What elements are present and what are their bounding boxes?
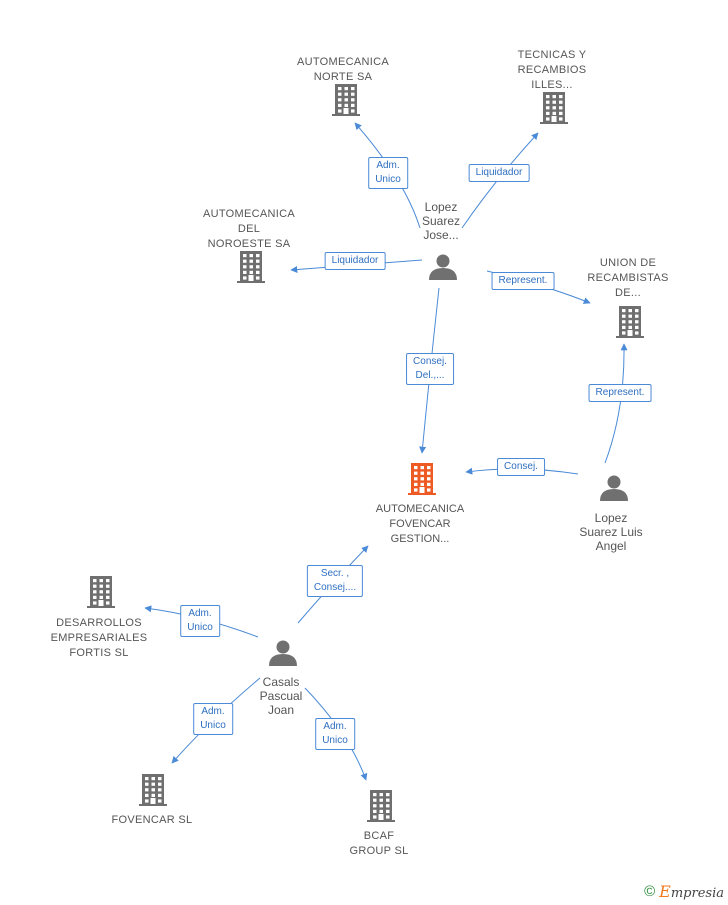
brand-footer: © Empresia	[644, 882, 724, 901]
company-icon[interactable]	[367, 790, 395, 822]
edge-label[interactable]: Adm. Unico	[315, 718, 355, 750]
company-name-label[interactable]: AUTOMECANICA NORTE SA	[296, 56, 390, 83]
person-icon[interactable]	[269, 640, 297, 667]
company-name-label[interactable]: AUTOMECANICA FOVENCAR GESTION...	[375, 503, 465, 545]
company-name-label[interactable]: UNION DE RECAMBISTAS DE...	[587, 257, 669, 299]
person-icon[interactable]	[600, 475, 628, 502]
company-icon[interactable]	[616, 306, 644, 338]
edge-label[interactable]: Secr. , Consej....	[306, 565, 364, 597]
company-name-label[interactable]: BCAF GROUP SL	[349, 830, 409, 857]
edge-label[interactable]: Adm. Unico	[193, 703, 233, 735]
company-icon[interactable]	[540, 92, 568, 124]
person-icon[interactable]	[429, 254, 457, 281]
edge-label[interactable]: Adm. Unico	[180, 605, 220, 637]
empresia-logo: Empresia	[659, 882, 724, 901]
edge-label[interactable]: Consej. Del.,...	[406, 353, 454, 385]
company-name-label[interactable]: DESARROLLOS EMPRESARIALES FORTIS SL	[50, 617, 148, 659]
company-name-label[interactable]: AUTOMECANICA DEL NOROESTE SA	[202, 208, 296, 250]
edge-label[interactable]: Liquidador	[324, 252, 386, 270]
focus-company-icon[interactable]	[408, 463, 436, 495]
company-icon[interactable]	[139, 774, 167, 806]
person-name-label[interactable]: Lopez Suarez Luis Angel	[579, 511, 643, 553]
edge-label[interactable]: Represent.	[491, 272, 555, 290]
edge-label[interactable]: Represent.	[588, 384, 652, 402]
company-name-label[interactable]: TECNICAS Y RECAMBIOS ILLES...	[517, 49, 587, 91]
person-name-label[interactable]: Lopez Suarez Jose...	[421, 200, 461, 242]
edge-label[interactable]: Adm. Unico	[368, 157, 408, 189]
edge-label[interactable]: Consej.	[497, 458, 545, 476]
company-icon[interactable]	[237, 251, 265, 283]
company-icon[interactable]	[332, 84, 360, 116]
person-name-label[interactable]: Casals Pascual Joan	[259, 675, 303, 717]
edge-label[interactable]: Liquidador	[468, 164, 530, 182]
edge-lopez_luis-to-union	[604, 343, 628, 464]
company-icon[interactable]	[87, 576, 115, 608]
company-name-label[interactable]: FOVENCAR SL	[111, 814, 193, 826]
copyright-icon: ©	[644, 883, 656, 900]
